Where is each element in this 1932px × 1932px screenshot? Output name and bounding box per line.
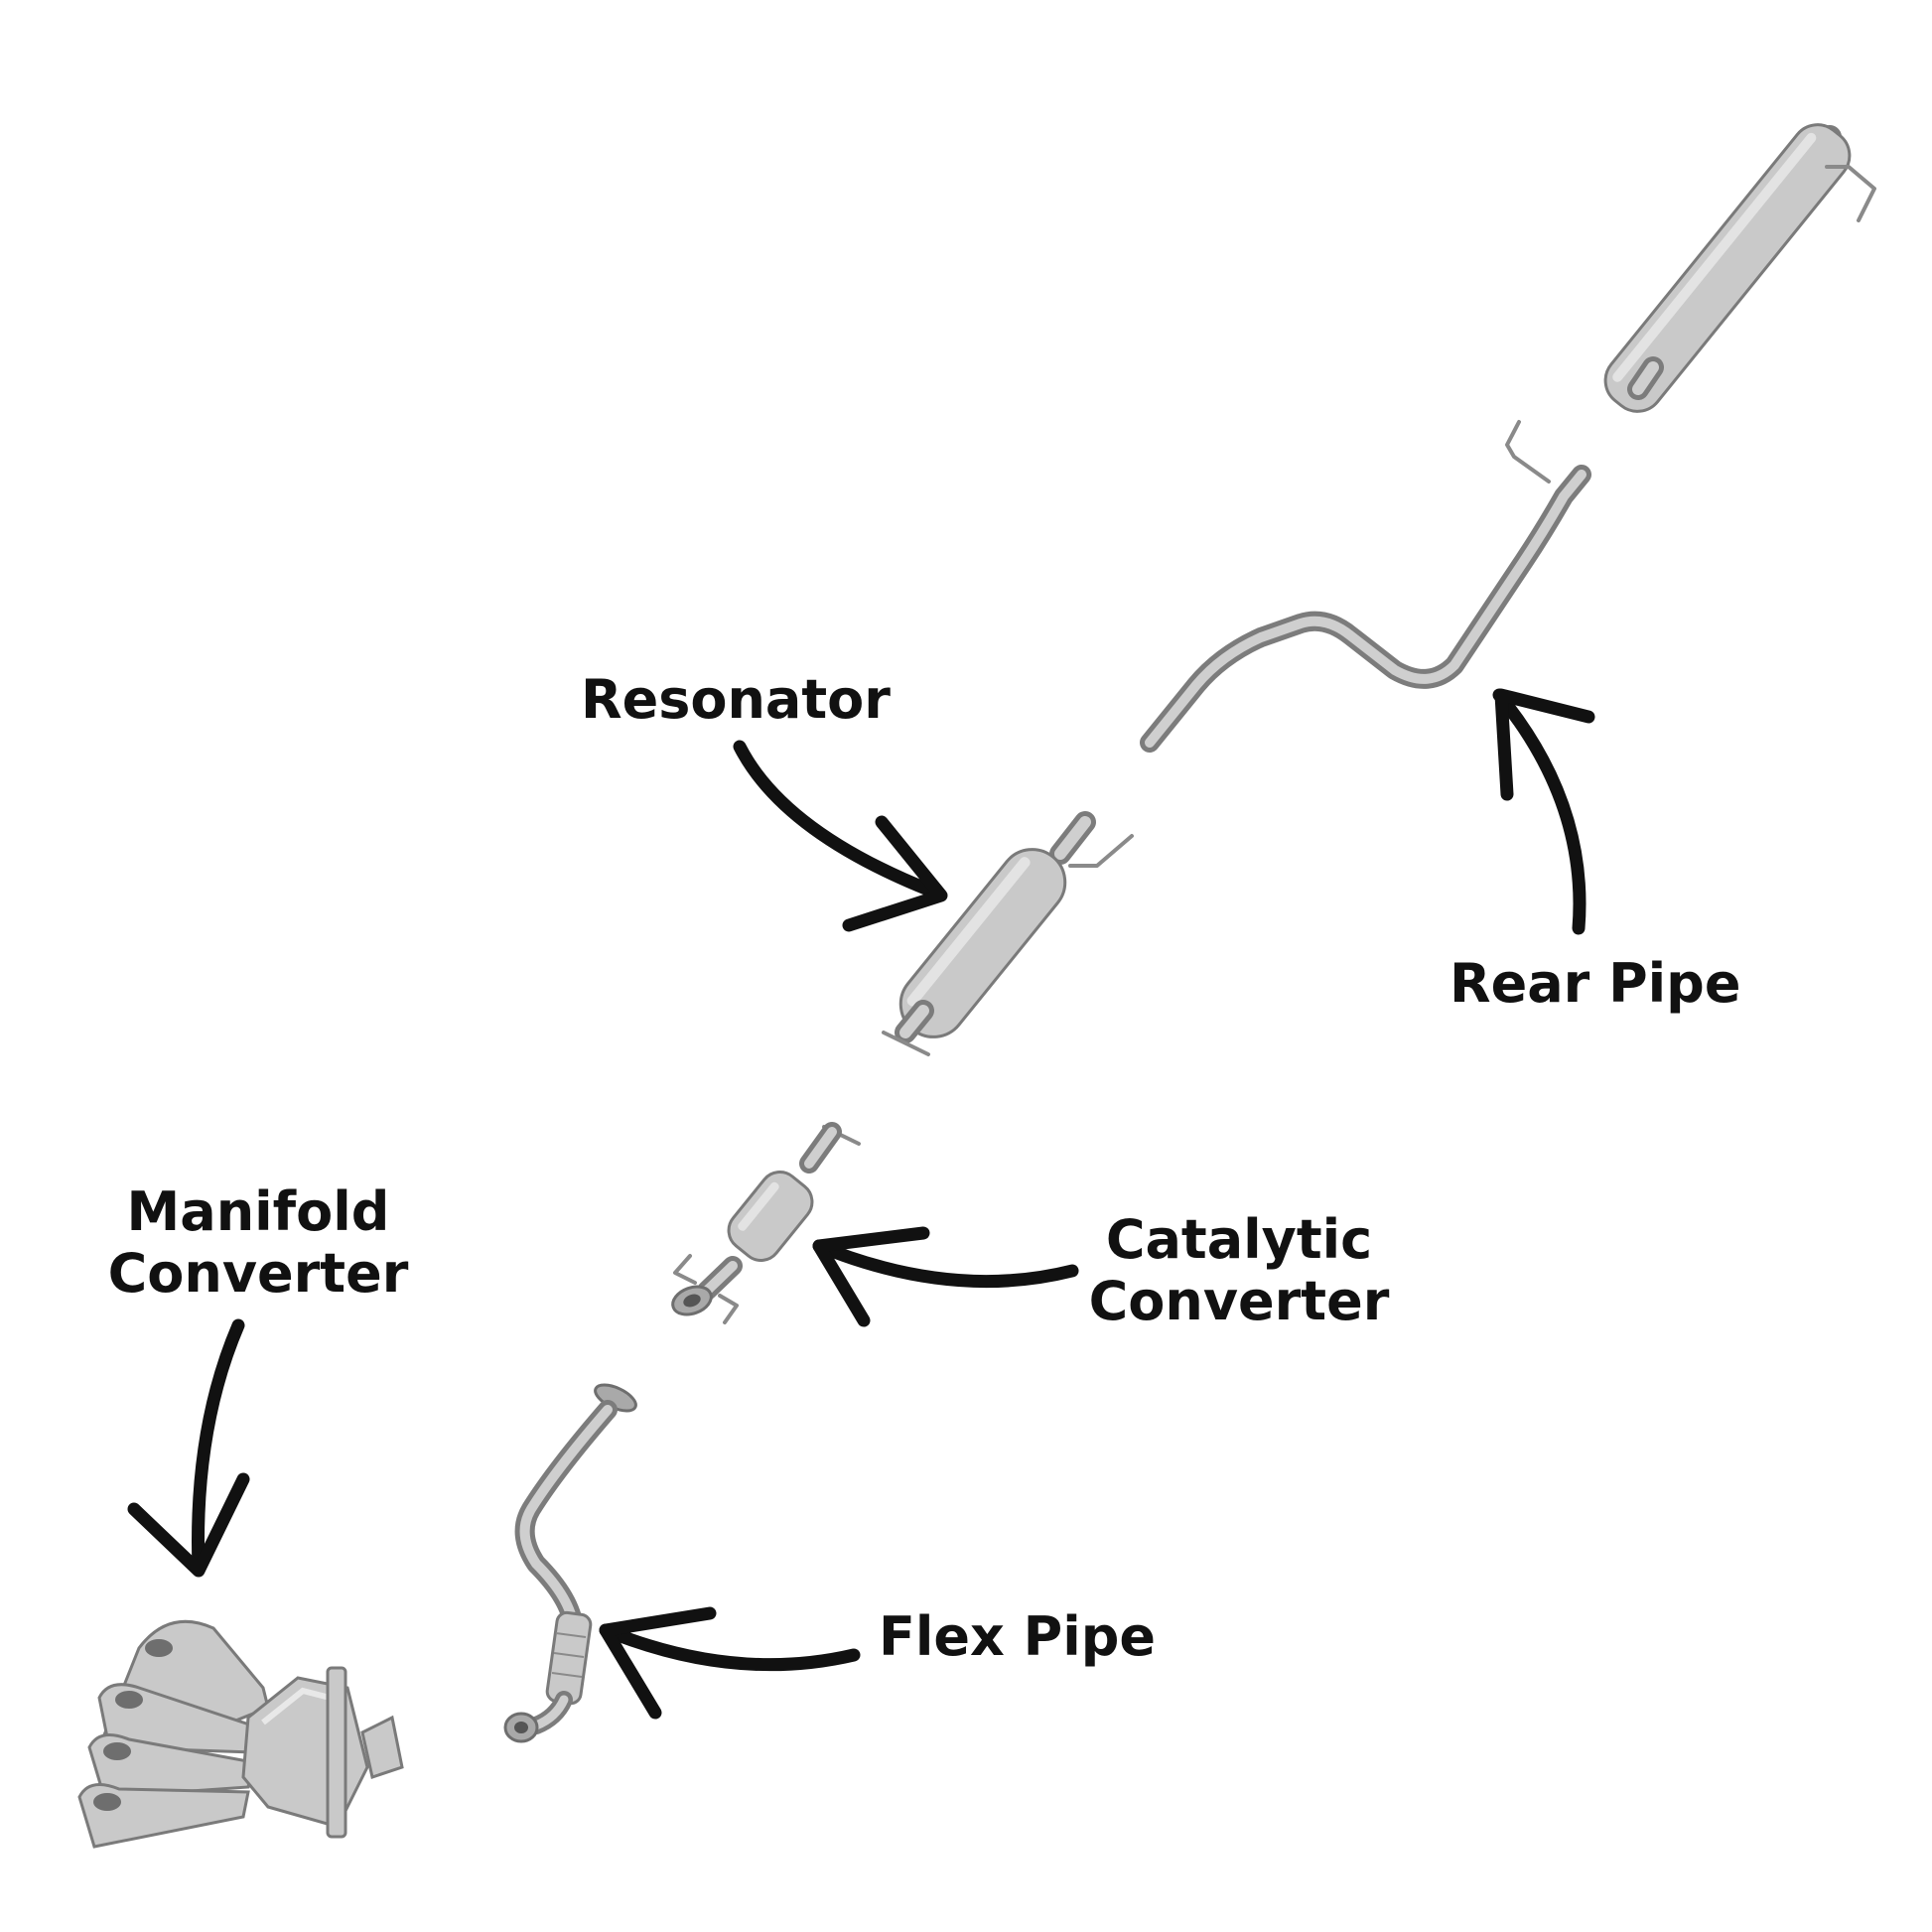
resonator-arrow	[733, 740, 948, 932]
resonator-label: Resonator	[581, 668, 891, 731]
muffler-part	[1603, 123, 1876, 413]
manifold-converter-label-line1: Manifold	[126, 1180, 390, 1243]
manifold-converter-arrow	[127, 1318, 250, 1578]
rear-pipe-label: Rear Pipe	[1449, 952, 1741, 1015]
rear-pipe-arrow	[1492, 688, 1595, 935]
resonator-part	[882, 811, 1134, 1056]
flex-pipe-label: Flex Pipe	[879, 1605, 1157, 1668]
catalytic-converter-part	[671, 1122, 861, 1324]
rear-pipe-part	[1140, 420, 1591, 753]
manifold-converter-part	[77, 1619, 404, 1849]
catalytic-converter-label-line1: Catalytic	[1105, 1208, 1373, 1271]
manifold-converter-label-line2: Converter	[107, 1242, 409, 1305]
catalytic-converter-arrow	[812, 1226, 1079, 1327]
catalytic-converter-label: Catalytic Converter	[1080, 1209, 1398, 1332]
flex-pipe-part	[503, 1383, 637, 1743]
catalytic-converter-label-line2: Converter	[1088, 1270, 1390, 1332]
flex-pipe-arrow	[599, 1606, 861, 1720]
manifold-converter-label: Manifold Converter	[104, 1181, 412, 1305]
